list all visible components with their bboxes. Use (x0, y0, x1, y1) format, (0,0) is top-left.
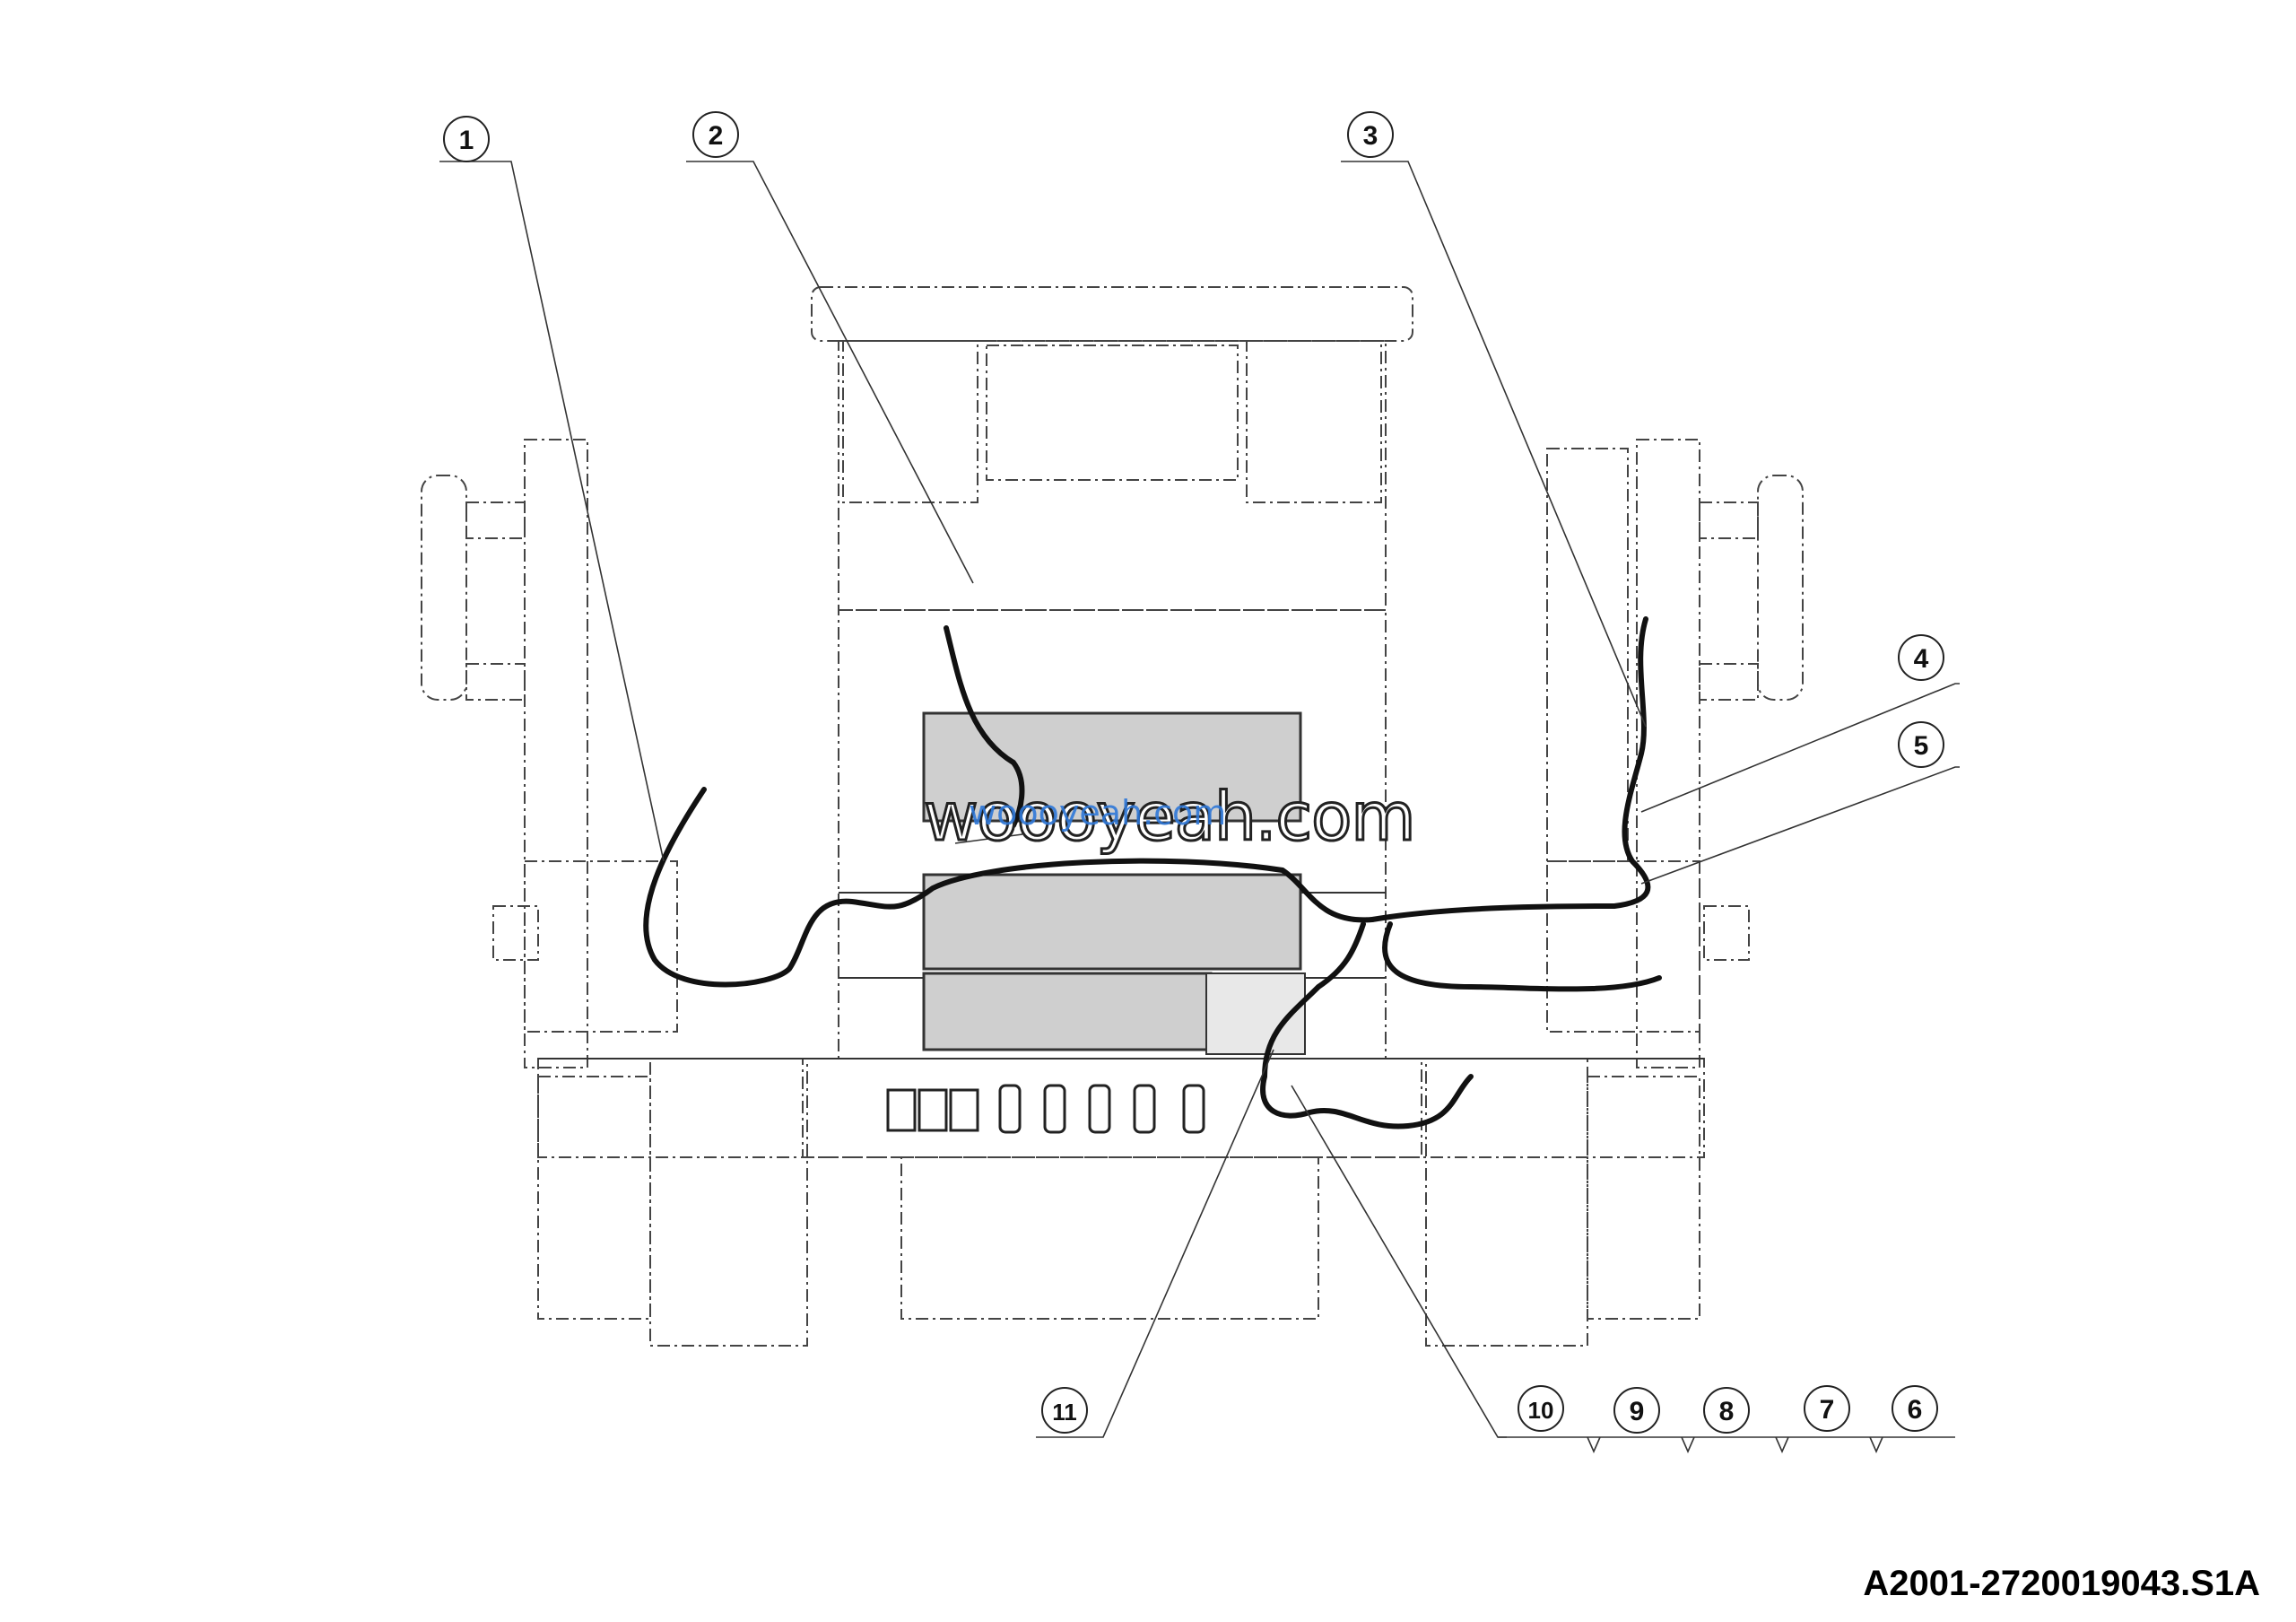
callout-8: 8 (1703, 1387, 1750, 1434)
callout-9: 9 (1613, 1387, 1660, 1434)
radiator-grilles (922, 711, 1306, 1055)
callout-5: 5 (1898, 721, 1944, 768)
watermark: woooyeah.com (922, 778, 1416, 858)
callout-9-label: 9 (1630, 1397, 1645, 1426)
callout-1-label: 1 (459, 126, 474, 155)
bumper-slots (886, 1084, 1205, 1134)
callout-7: 7 (1804, 1385, 1850, 1432)
callout-8-label: 8 (1719, 1397, 1735, 1426)
leader-lines (439, 161, 1960, 1453)
callout-10-label: 10 (1528, 1397, 1554, 1424)
callout-3: 3 (1347, 111, 1394, 158)
callout-2-label: 2 (709, 121, 724, 151)
callout-3-label: 3 (1363, 121, 1378, 151)
callout-7-label: 7 (1820, 1395, 1835, 1425)
callout-2: 2 (692, 111, 739, 158)
callout-4: 4 (1898, 634, 1944, 681)
callout-10: 10 (1518, 1385, 1564, 1432)
callout-1: 1 (443, 116, 490, 162)
callout-6-label: 6 (1908, 1395, 1923, 1425)
callout-5-label: 5 (1914, 731, 1929, 761)
watermark-overlay: woooyeah.com (969, 793, 1227, 833)
drawing-code: A2001-2720019043.S1A (1863, 1564, 2260, 1603)
callout-6: 6 (1892, 1385, 1938, 1432)
wiring-harness (643, 616, 1662, 1129)
callout-group: 1 2 3 4 5 6 7 8 (443, 111, 1944, 1434)
callout-4-label: 4 (1914, 644, 1929, 674)
callout-11: 11 (1041, 1387, 1088, 1434)
callout-11-label: 11 (1052, 1399, 1077, 1426)
